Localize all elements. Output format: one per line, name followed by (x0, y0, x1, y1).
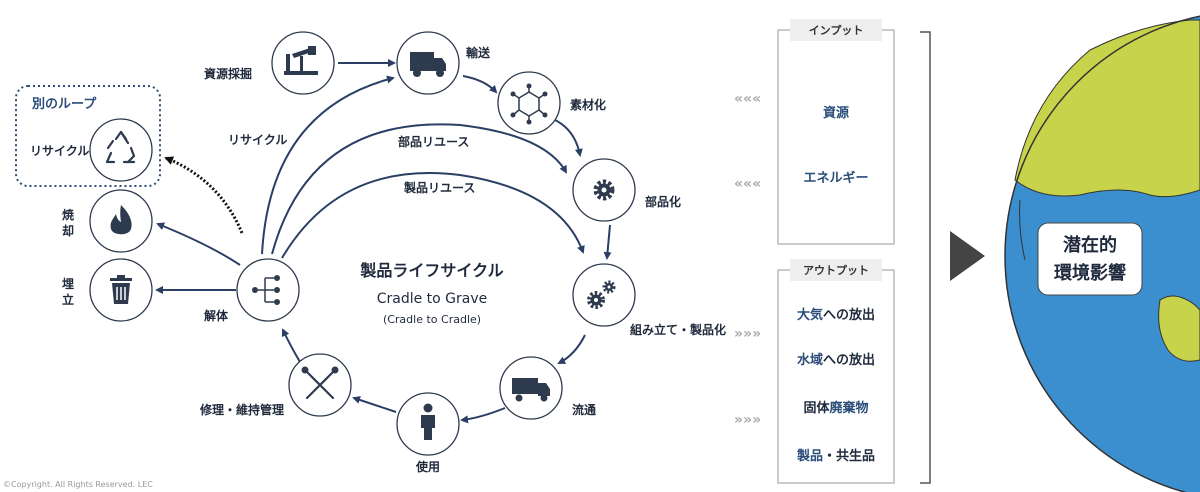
label-materials: 素材化 (570, 97, 606, 112)
node-transport (396, 31, 460, 95)
output-box: アウトプット 大気への放出 水域への放出 固体廃棄物 製品・共生品 (777, 259, 895, 484)
other-loop-box (15, 85, 161, 187)
label-dismantle: 解体 (204, 308, 229, 323)
label-recycle: リサイクル (30, 144, 89, 158)
chevron-left-icon: ««« (734, 176, 761, 192)
node-extraction (271, 31, 335, 95)
fire-icon (110, 205, 132, 235)
input-resource: 資源 (823, 105, 849, 121)
io-bracket (920, 31, 931, 484)
chevron-right-icon: »»» (734, 412, 761, 428)
node-recycle (89, 118, 153, 182)
output-water: 水域への放出 (797, 352, 875, 368)
play-triangle-icon (950, 231, 985, 281)
node-repair (288, 353, 352, 417)
label-use: 使用 (415, 459, 440, 474)
label-parts: 部品化 (645, 194, 681, 209)
gear-icon (593, 179, 615, 201)
chevron-left-icon: ««« (734, 91, 761, 107)
input-box: インプット 資源 エネルギー (777, 19, 895, 245)
node-dismantle (236, 258, 300, 322)
impact-label-box (1037, 222, 1143, 296)
label-incinerate-1: 焼 (62, 207, 74, 222)
label-landfill-2: 立 (62, 292, 74, 307)
node-parts (572, 158, 636, 222)
output-solid-waste: 固体廃棄物 (803, 400, 868, 416)
label-repair: 修理・維持管理 (199, 402, 284, 417)
recycle-icon (105, 130, 136, 164)
chevron-right-icon: »»» (734, 326, 761, 342)
label-recycle-arrow: リサイクル (228, 133, 287, 147)
oil-pump-icon (284, 46, 318, 75)
label-product-reuse: 製品リユース (403, 180, 475, 195)
impact-line-2: 環境影響 (1054, 262, 1126, 284)
node-landfill (89, 258, 153, 322)
label-landfill-1: 埋 (62, 276, 74, 291)
output-air: 大気への放出 (797, 307, 875, 323)
copyright-text: ©Copyright. All Rights Reserved. LEC (3, 480, 153, 489)
label-distribution: 流通 (572, 402, 596, 417)
input-energy: エネルギー (803, 170, 868, 186)
dump-truck-icon (410, 52, 446, 77)
impact-line-1: 潜在的 (1063, 234, 1117, 256)
node-materials (497, 71, 561, 135)
gears-icon (587, 280, 616, 309)
output-products: 製品・共生品 (796, 448, 875, 464)
diagram-title: 製品ライフサイクル (359, 261, 503, 280)
label-assembly: 組み立て・製品化 (630, 322, 726, 337)
truck-icon (512, 378, 550, 402)
tools-icon (301, 366, 339, 400)
label-parts-reuse: 部品リユース (398, 134, 469, 149)
label-transport: 輸送 (466, 45, 491, 60)
other-loop-title: 別のループ (31, 97, 97, 112)
node-distribution (499, 356, 563, 420)
label-incinerate-2: 却 (62, 223, 74, 238)
tree-structure-icon (252, 275, 280, 305)
diagram-subtitle-2: (Cradle to Cradle) (383, 313, 481, 326)
cycle-arrows (155, 59, 612, 424)
label-extraction: 資源採掘 (204, 66, 252, 81)
node-use (396, 392, 460, 456)
input-header: インプット (809, 23, 864, 37)
output-header: アウトプット (803, 263, 869, 277)
molecule-icon (510, 83, 548, 125)
node-assembly (572, 263, 636, 327)
diagram-subtitle: Cradle to Grave (377, 291, 488, 307)
trash-can-icon (110, 275, 132, 304)
node-incinerate (89, 189, 153, 253)
person-icon (421, 403, 435, 440)
